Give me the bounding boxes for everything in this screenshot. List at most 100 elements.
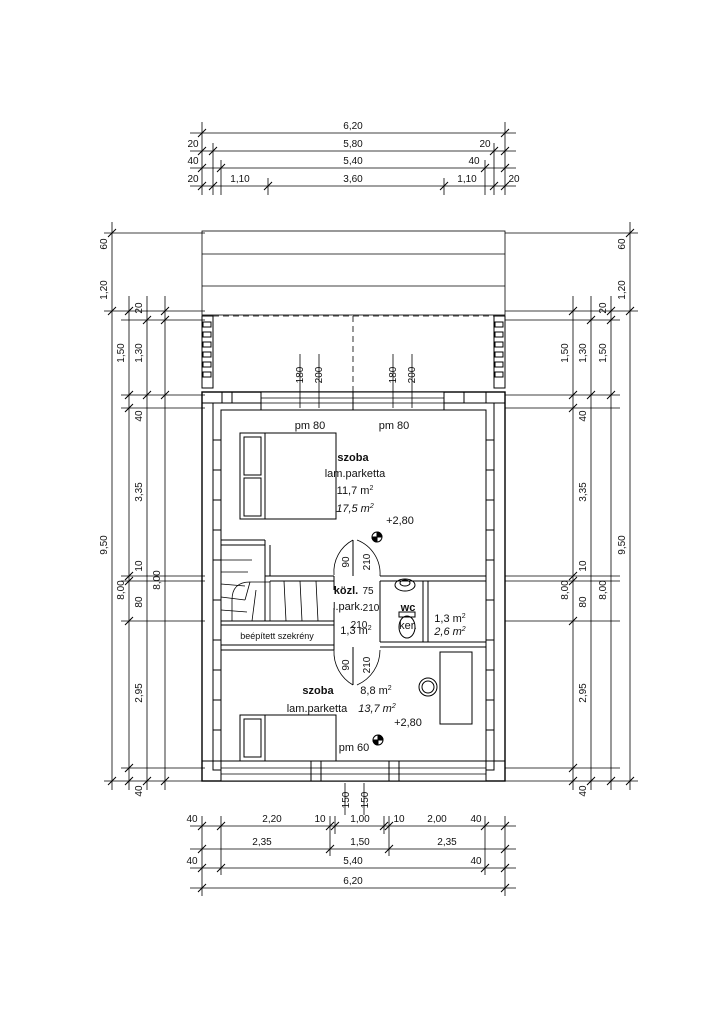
door-width-label: 75 [362,586,374,597]
window-head-label: 200 [314,366,325,383]
room-1-labels: szoba lam.parketta 11,7 m2 17,5 m2 +2,80 [325,452,414,527]
dim-label: 9,50 [99,535,110,555]
dim-label: 40 [470,814,482,825]
balcony [201,230,506,395]
window-sill-label: 180 [295,366,306,383]
window-tags [299,354,413,815]
exterior-walls [201,391,506,782]
room-floor: lam.parketta [325,468,386,480]
door-height-label: 210 [362,553,373,570]
staircase [220,544,319,622]
door-labels: 90 210 75 210 210 90 210 [341,553,380,673]
room-floor: ker. [399,620,417,632]
room-area: 8,8 m2 [360,685,392,697]
room-floor: lam.parketta [287,703,348,715]
dim-label: 40 [134,785,145,797]
dim-label: 10 [134,560,145,572]
dim-label: 1,30 [134,343,145,363]
window-label: pm 80 [295,420,326,432]
door-height-label: 150 [341,791,352,808]
dim-label: 6,20 [343,121,363,132]
dim-label: 60 [617,238,628,250]
dim-label: 6,20 [343,876,363,887]
dim-label: 40 [468,156,480,167]
room-floor: l.park. [333,601,363,613]
dim-label: 10 [393,814,405,825]
room-name: szoba [302,685,334,697]
dim-label: 1,50 [560,343,571,363]
dim-label: 1,20 [617,280,628,300]
furniture [220,432,473,762]
window-head-label: 200 [407,366,418,383]
left-dimension-chain [104,222,205,790]
wc-labels: wc ker. 1,3 m2 2,6 m2 [399,602,466,638]
dim-label: 20 [134,302,145,314]
right-dimension-labels: 60 1,20 9,50 1,50 1,30 20 1,50 40 3,35 1… [560,238,628,797]
dim-label: 1,50 [598,343,609,363]
dim-label: 3,60 [343,174,363,185]
dim-label: 5,40 [343,856,363,867]
dim-label: 3,35 [578,482,589,502]
dim-label: 20 [479,139,491,150]
dim-label: 1,50 [350,837,370,848]
room-2-labels: szoba lam.parketta 8,8 m2 13,7 m2 +2,80 [287,685,422,729]
dim-label: 2,95 [578,683,589,703]
door-height-label: 210 [351,620,368,631]
dim-label: 40 [134,410,145,422]
room-name: közl. [334,585,358,597]
dim-label: 60 [99,238,110,250]
hall-labels: közl. l.park. 1,3 m2 [333,585,372,637]
dim-label: 40 [186,814,198,825]
level-marker-icon [371,531,383,543]
dim-label: 10 [314,814,326,825]
dim-label: 20 [187,139,199,150]
dim-label: 2,35 [252,837,272,848]
dim-label: 8,00 [116,580,127,600]
door-height-label: 210 [363,603,380,614]
dim-label: 20 [508,174,520,185]
dim-label: 1,20 [99,280,110,300]
dim-label: 40 [187,156,199,167]
room-area-2: 2,6 m2 [433,626,466,638]
dim-label: 8,00 [560,580,571,600]
dim-label: 10 [578,560,589,572]
level-label: +2,80 [394,717,422,729]
top-dimension-chain [190,122,516,195]
bottom-dimension-chain [190,816,516,896]
dim-label: 80 [578,596,589,608]
wardrobe-label: beépített szekrény [240,631,314,641]
dim-label: 40 [578,410,589,422]
dim-label: 1,10 [457,174,477,185]
dim-label: 3,35 [134,482,145,502]
dim-label: 2,95 [134,683,145,703]
door-width-label: 90 [341,556,352,568]
dim-label: 8,00 [598,580,609,600]
window-label: pm 60 [339,742,370,754]
dim-label: 5,40 [343,156,363,167]
room-area: 11,7 m2 [337,485,374,497]
bottom-dimension-labels: 40 2,20 10 1,00 10 2,00 40 2,35 1,50 2,3… [186,814,482,887]
dim-label: 1,50 [116,343,127,363]
level-marker-icon [372,734,384,746]
dim-label: 2,35 [437,837,457,848]
right-dimension-chain [505,222,638,790]
window-label: pm 80 [379,420,410,432]
room-name: szoba [337,452,369,464]
dim-label: 1,30 [578,343,589,363]
room-area-2: 17,5 m2 [336,503,374,515]
dim-label: 5,80 [343,139,363,150]
room-area-2: 13,7 m2 [358,703,396,715]
room-area: 1,3 m2 [434,613,466,625]
level-label: +2,80 [386,515,414,527]
door-height-label: 210 [362,656,373,673]
dim-label: 2,00 [427,814,447,825]
dim-label: 20 [598,302,609,314]
door-width-label: 90 [341,659,352,671]
dim-label: 1,00 [350,814,370,825]
dim-label: 40 [578,785,589,797]
window-labels: 180 200 180 200 pm 80 pm 80 pm 60 150 15… [295,366,418,808]
left-dimension-labels: 60 1,20 9,50 1,50 1,30 20 40 3,35 10 80 … [99,238,163,797]
dim-label: 8,00 [152,570,163,590]
top-dimension-labels: 6,20 20 5,80 20 40 5,40 40 20 1,10 3,60 … [187,121,520,185]
